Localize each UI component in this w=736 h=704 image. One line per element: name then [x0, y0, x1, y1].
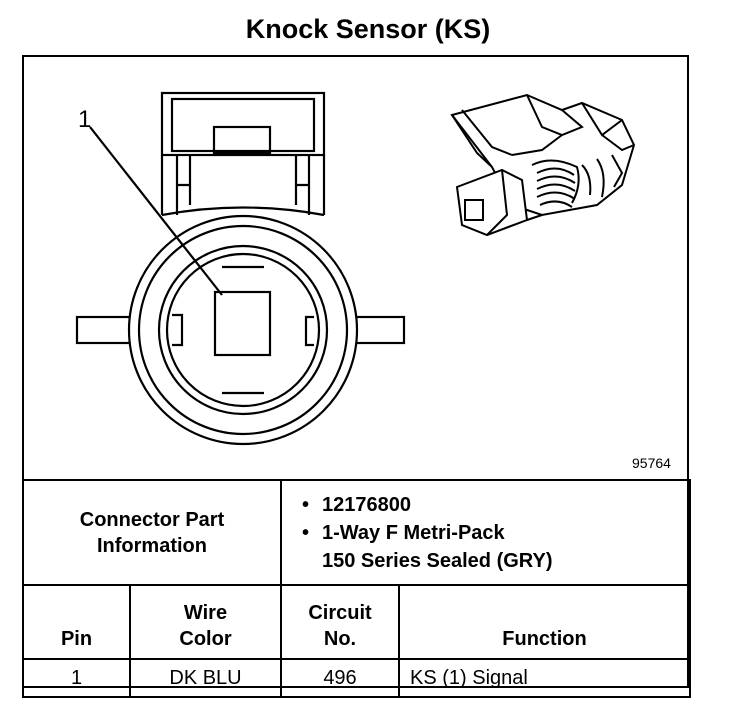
page-title: Knock Sensor (KS) — [245, 14, 491, 44]
connector-isometric-view — [450, 93, 636, 237]
header-circuit-line1: Circuit — [308, 602, 372, 624]
part-description-line2: 150 Series Sealed (GRY) — [322, 549, 553, 572]
figure-number: 95764 — [632, 455, 671, 471]
part-description-line1: 1-Way F Metri-Pack — [302, 519, 689, 547]
connector-part-label-cell: Connector Part Information — [22, 479, 282, 586]
cell-pin: 1 — [22, 658, 131, 698]
cell-circuit: 496 — [280, 658, 400, 698]
header-wire-color-line1: Wire — [183, 602, 228, 624]
connector-info-table: Connector Part Information 12176800 1-Wa… — [22, 479, 691, 698]
connector-part-label-line2: Information — [97, 534, 207, 557]
header-pin: Pin — [22, 584, 131, 660]
header-circuit: Circuit No. — [280, 584, 400, 660]
header-wire-color-line2: Color — [179, 628, 232, 650]
pin-table-header-row: Pin Wire Color Circuit No. Function — [22, 584, 691, 660]
header-pin-text: Pin — [60, 628, 93, 650]
connector-part-label-line1: Connector Part — [79, 508, 225, 531]
connector-face-view — [75, 91, 406, 446]
connector-part-details-cell: 12176800 1-Way F Metri-Pack 150 Series S… — [280, 479, 691, 586]
connector-part-row: Connector Part Information 12176800 1-Wa… — [22, 479, 691, 586]
header-wire-color: Wire Color — [129, 584, 282, 660]
connector-drawing — [75, 91, 636, 446]
table-row: 1 DK BLU 496 KS (1) Signal — [22, 658, 691, 698]
header-function: Function — [398, 584, 691, 660]
callout-label-1: 1 — [78, 106, 92, 133]
header-circuit-line2: No. — [323, 628, 357, 650]
cell-function: KS (1) Signal — [398, 658, 691, 698]
cell-wire-color: DK BLU — [129, 658, 282, 698]
header-function-text: Function — [502, 628, 587, 650]
part-number: 12176800 — [302, 491, 689, 519]
